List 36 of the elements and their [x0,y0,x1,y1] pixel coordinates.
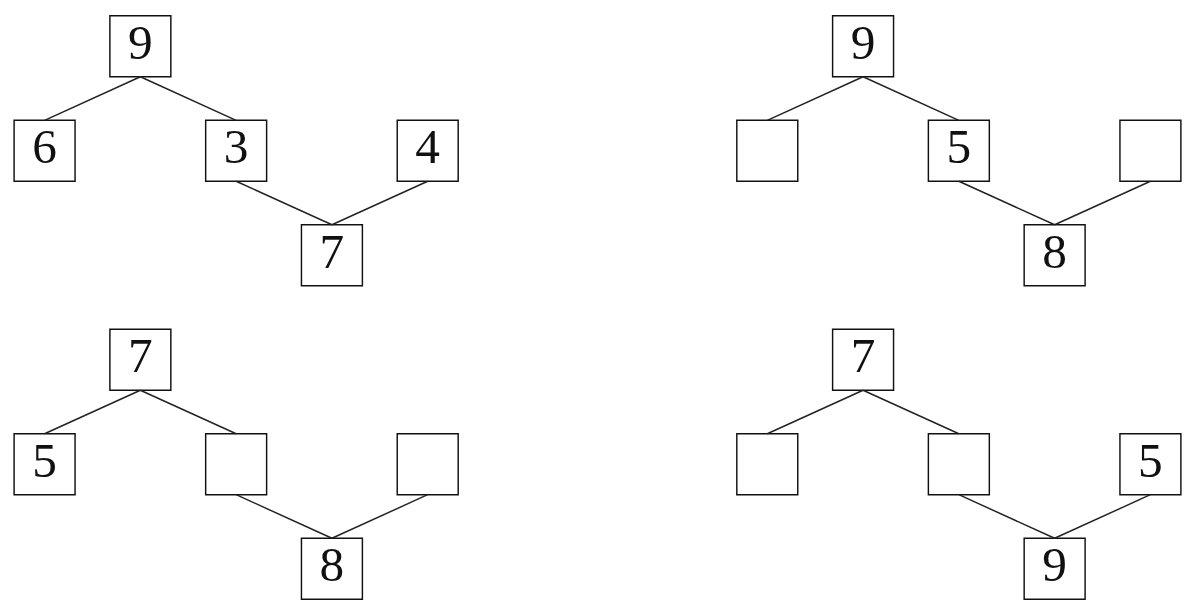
connector [862,389,960,434]
connector [331,493,429,539]
node-box: 5 [13,432,76,495]
node-box [927,432,991,495]
node-box: 9 [1023,537,1086,600]
node-box: 8 [1023,223,1086,286]
connector [766,389,864,434]
node-box: 8 [300,537,364,600]
connector [139,75,237,121]
node-box: 3 [204,119,268,182]
connector [235,180,333,225]
node-box: 6 [13,119,76,182]
connector [958,493,1056,539]
node-box: 7 [109,328,172,391]
node-box [204,432,268,495]
node-box [736,432,799,495]
node-box [736,119,799,182]
node-box: 5 [927,119,991,182]
node-box [396,432,459,495]
connector [766,75,864,121]
node-box: 4 [396,119,459,182]
connector [139,389,237,434]
connector [1053,493,1152,539]
connector [43,389,142,434]
node-box: 5 [1119,432,1182,495]
connector [235,493,333,539]
node-box: 9 [831,14,895,77]
connector [958,180,1056,225]
connector [331,180,429,225]
node-box: 9 [109,14,172,77]
node-box: 7 [300,223,364,286]
node-box [1119,119,1182,182]
node-box: 7 [831,328,895,391]
connector [43,75,142,121]
connector [862,75,960,121]
connector [1053,180,1152,225]
